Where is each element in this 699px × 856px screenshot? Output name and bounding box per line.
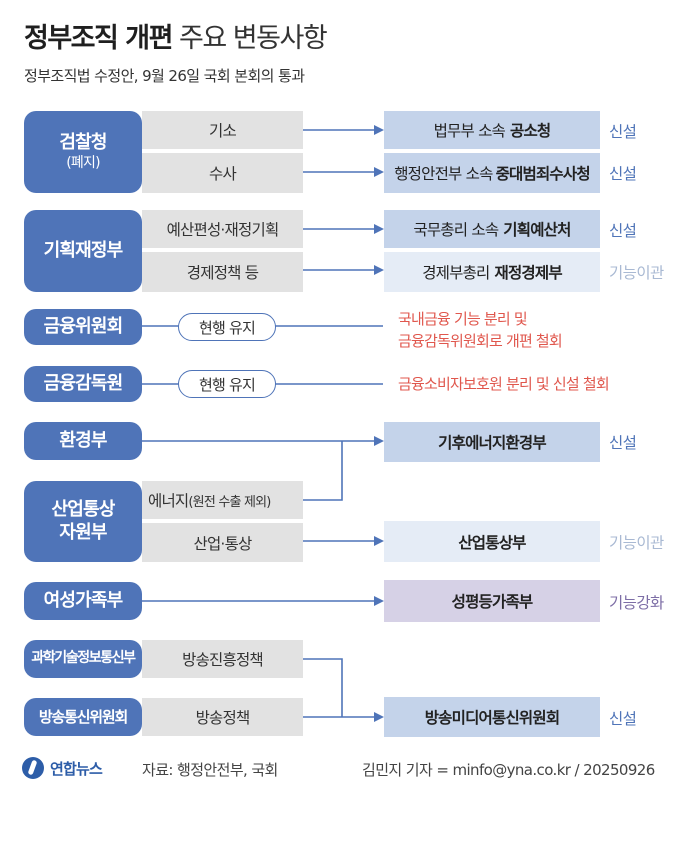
pill-maintain-fsc: 현행 유지 (178, 313, 276, 341)
result-serious-crimes-agency-name: 중대범죄수사청 (495, 165, 591, 183)
yonhap-logo-icon (22, 757, 44, 779)
ministry-kcc: 방송통신위원회 (24, 698, 142, 736)
status-transfer-1: 기능이관 (609, 264, 664, 282)
ministry-fsc: 금융위원회 (24, 309, 142, 345)
result-prosecution-office-prefix: 법무부 소속 (433, 122, 506, 140)
yonhap-logo: 연합뉴스 (22, 757, 103, 779)
result-budget-office-name: 기획예산처 (503, 221, 571, 239)
credit-text: 김민지 기자 = minfo@yna.co.kr / 20250926 (362, 761, 655, 779)
ministry-fss-label: 금융감독원 (43, 372, 124, 394)
result-industry-trade: 산업통상부 (384, 521, 600, 562)
function-budget: 예산편성·재정기획 (142, 210, 303, 248)
ministry-motie: 산업통상 자원부 (24, 481, 142, 562)
status-new-3: 신설 (609, 222, 637, 240)
result-climate-energy-env: 기후에너지환경부 (384, 422, 600, 462)
ministry-gender: 여성가족부 (24, 582, 142, 620)
line-energy-merge (303, 441, 343, 501)
ministry-motie-line1: 산업통상 (51, 499, 115, 520)
title-light: 주요 변동사항 (179, 23, 328, 54)
result-gender-equality: 성평등가족부 (384, 580, 600, 622)
function-indict: 기소 (142, 111, 303, 149)
result-finance-economy-name: 재정경제부 (494, 264, 563, 282)
status-strengthen: 기능강화 (609, 594, 664, 612)
ministry-env-label: 환경부 (59, 429, 107, 451)
ministry-finance-label: 기획재정부 (43, 239, 124, 261)
status-new-5: 신설 (609, 710, 637, 728)
result-broadcast-media-name: 방송미디어통신위원회 (424, 709, 560, 727)
ministry-motie-line2: 자원부 (59, 521, 107, 543)
function-energy: 에너지(원전 수출 제외) (142, 481, 303, 519)
note-fsc-line1: 국내금융 기능 분리 및 (398, 310, 528, 328)
ministry-gender-label: 여성가족부 (43, 589, 124, 611)
status-new-4: 신설 (609, 434, 637, 452)
note-fsc: 국내금융 기능 분리 및 금융감독위원회로 개편 철회 (398, 309, 563, 353)
function-industry-trade: 산업·통상 (142, 523, 303, 562)
result-finance-economy-prefix: 경제부총리 (422, 264, 490, 282)
title-bold: 정부조직 개편 (24, 23, 173, 54)
ministry-prosecution-note: (폐지) (66, 154, 100, 171)
result-budget-office-prefix: 국무총리 소속 (413, 221, 499, 239)
ministry-msit: 과학기술정보통신부 (24, 640, 142, 678)
source-text: 자료: 행정안전부, 국회 (142, 761, 278, 779)
result-industry-trade-name: 산업통상부 (458, 533, 526, 552)
result-serious-crimes-agency-prefix: 행정안전부 소속 (394, 165, 493, 183)
function-investigate: 수사 (142, 153, 303, 193)
note-fss: 금융소비자보호원 분리 및 신설 철회 (398, 375, 610, 393)
page-title: 정부조직 개편 주요 변동사항 (24, 16, 328, 55)
ministry-msit-label: 과학기술정보통신부 (31, 650, 136, 667)
note-fsc-line2: 금융감독위원회로 개편 철회 (398, 331, 563, 350)
pill-maintain-fss: 현행 유지 (178, 370, 276, 398)
status-new-2: 신설 (609, 165, 637, 183)
result-prosecution-office-name: 공소청 (510, 122, 551, 140)
ministry-fsc-label: 금융위원회 (43, 315, 124, 337)
ministry-prosecution-label: 검찰청 (59, 132, 107, 153)
status-transfer-2: 기능이관 (609, 534, 664, 552)
status-new-1: 신설 (609, 123, 637, 141)
ministry-prosecution: 검찰청 (폐지) (24, 111, 142, 193)
result-gender-equality-name: 성평등가족부 (451, 593, 534, 611)
subtitle: 정부조직법 수정안, 9월 26일 국회 본회의 통과 (24, 67, 305, 85)
function-energy-main: 에너지 (148, 492, 189, 510)
ministry-kcc-label: 방송통신위원회 (38, 707, 128, 726)
ministry-finance: 기획재정부 (24, 210, 142, 292)
line-broadcast-merge (303, 658, 343, 717)
function-econ-policy: 경제정책 등 (142, 252, 303, 292)
ministry-env: 환경부 (24, 422, 142, 460)
result-climate-energy-env-name: 기후에너지환경부 (438, 434, 546, 452)
function-energy-note: (원전 수출 제외) (188, 494, 271, 510)
ministry-fss: 금융감독원 (24, 366, 142, 402)
function-broadcast-promo: 방송진흥정책 (142, 640, 303, 678)
result-broadcast-media: 방송미디어통신위원회 (384, 697, 600, 737)
yonhap-logo-text: 연합뉴스 (50, 759, 103, 778)
function-broadcast-policy: 방송정책 (142, 698, 303, 736)
